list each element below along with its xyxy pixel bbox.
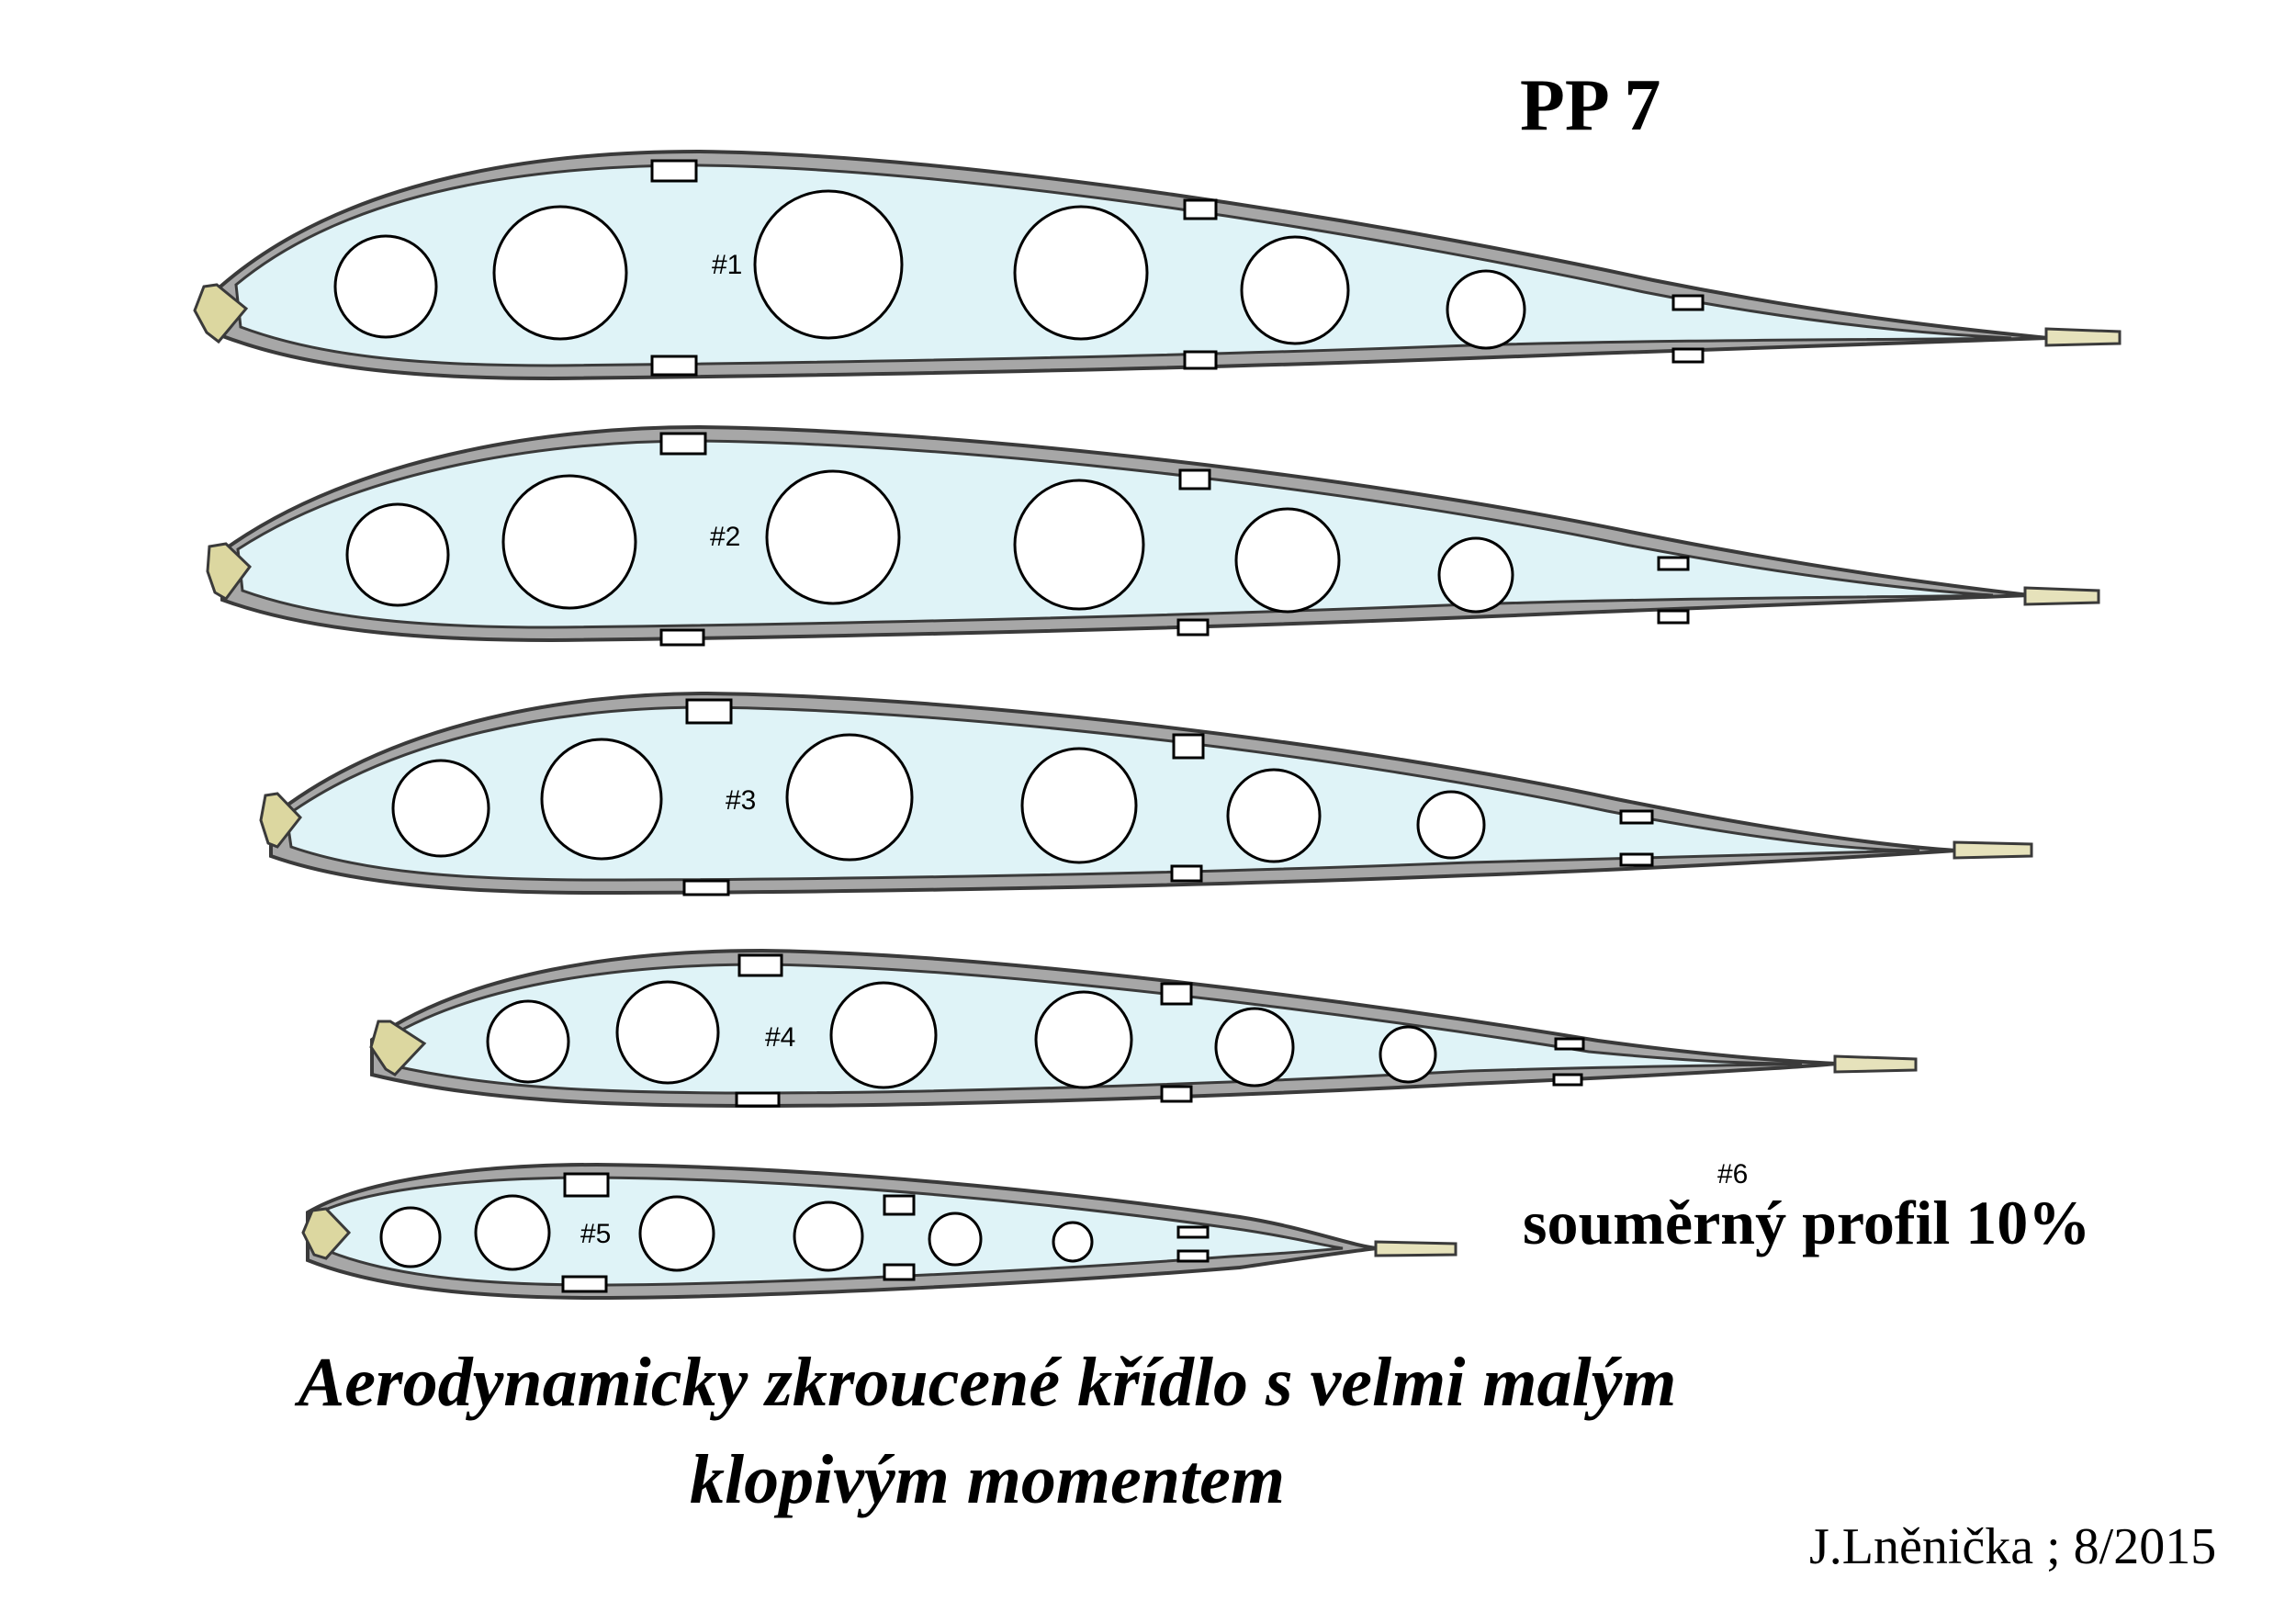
rib-label-5: #5 xyxy=(580,1219,612,1249)
rib-4 xyxy=(369,949,1918,1108)
caption-line-2: klopivým momentem xyxy=(689,1441,1285,1518)
rib-3 xyxy=(259,692,2033,896)
rib-label-1: #1 xyxy=(712,250,743,280)
caption-line-1: Aerodynamicky zkroucené křídlo s velmi m… xyxy=(298,1344,1677,1421)
author-signature: J.Lněnička ; 8/2015 xyxy=(1809,1518,2217,1575)
symmetric-profile-label: souměrný profil 10% xyxy=(1523,1188,2091,1257)
rib-label-4: #4 xyxy=(765,1022,796,1053)
rib-5 xyxy=(301,1163,1458,1300)
rib-label-6: #6 xyxy=(1717,1159,1749,1189)
drawing-title: PP 7 xyxy=(1520,65,1661,146)
rib-1 xyxy=(193,150,2122,380)
rib-2 xyxy=(206,425,2100,647)
rib-label-3: #3 xyxy=(726,785,757,816)
rib-label-2: #2 xyxy=(710,522,741,552)
